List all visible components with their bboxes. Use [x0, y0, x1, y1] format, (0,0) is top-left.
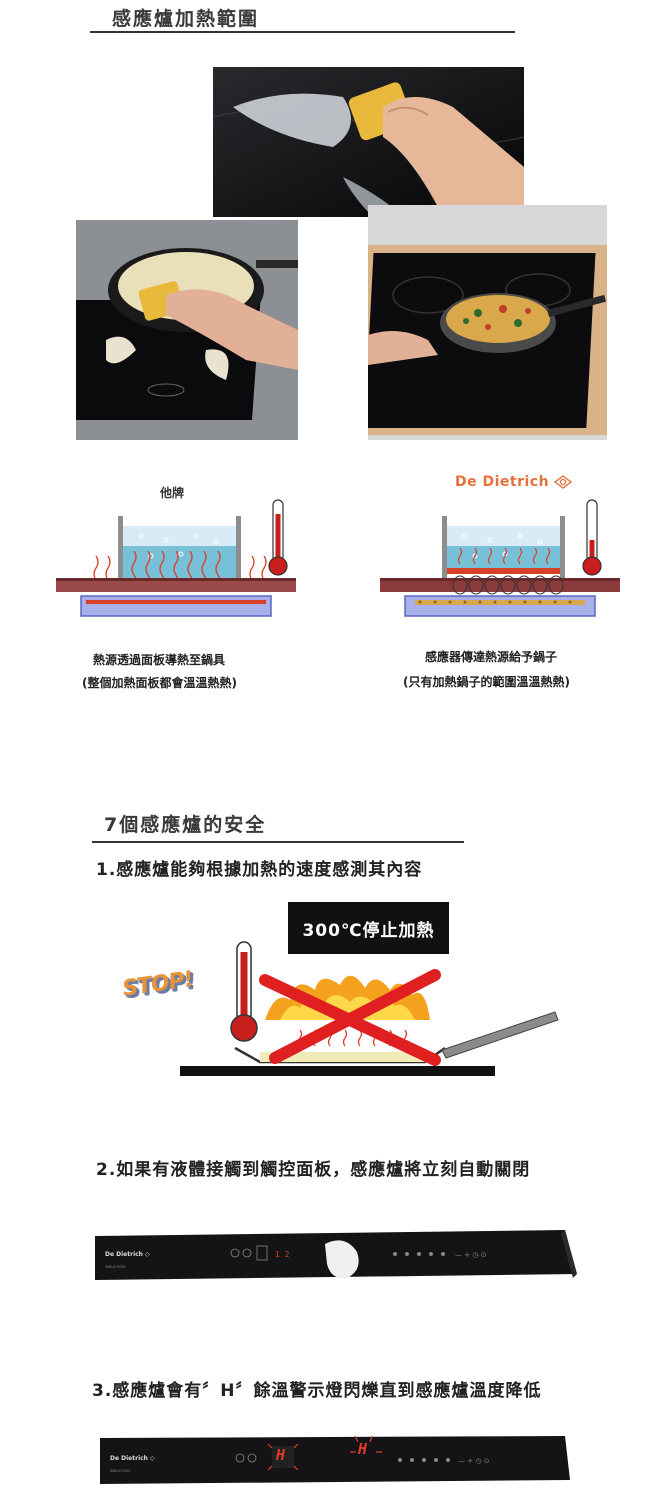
photo-crepe-pan [76, 220, 298, 440]
control-panel-residual-heat: De Dietrich ◇ INDUCTION — + ◷ ⊙ [100, 1435, 570, 1484]
svg-text:De Dietrich ◇: De Dietrich ◇ [110, 1455, 155, 1462]
brand-emblem-icon [554, 475, 573, 489]
photo-wiping-spill [213, 67, 524, 217]
heading-underline-2 [92, 841, 464, 843]
svg-text:— + ◷ ⊙: — + ◷ ⊙ [455, 1251, 487, 1259]
temp-cutoff-box: 300℃停止加熱 [288, 902, 449, 954]
svg-text:1 2: 1 2 [275, 1250, 290, 1259]
right-caption-line1: 感應器傳達熱源給予鍋子 [425, 650, 558, 664]
control-panel-spill: De Dietrich ◇ INDUCTION 1 2 — + ◷ ⊙ [95, 1230, 577, 1280]
illustration-overheat-stop [180, 941, 559, 1076]
svg-text:— + ◷ ⊙: — + ◷ ⊙ [458, 1457, 490, 1465]
residual-heat-indicator-1: H [276, 1446, 286, 1464]
safety-item-2: 2.如果有液體接觸到觸控面板，感應爐將立刻自動關閉 [96, 1160, 531, 1180]
diagram-conventional-heating [56, 499, 296, 617]
left-caption-line2: (整個加熱面板都會溫溫熱熱) [82, 676, 237, 690]
safety-item-1: 1.感應爐能夠根據加熱的速度感測其內容 [96, 860, 423, 880]
residual-heat-indicator-2: H [358, 1440, 368, 1458]
svg-text:INDUCTION: INDUCTION [105, 1265, 125, 1269]
svg-text:De Dietrich ◇: De Dietrich ◇ [105, 1251, 150, 1258]
left-caption-line1: 熱源透過面板導熱至鍋具 [93, 653, 226, 667]
section-heading-safety: 7個感應爐的安全 [104, 814, 267, 836]
svg-text:INDUCTION: INDUCTION [110, 1469, 130, 1473]
brand-name: De Dietrich [455, 474, 550, 490]
safety-item-3: 3.感應爐會有〞H〞餘溫警示燈閃爍直到感應爐溫度降低 [92, 1381, 542, 1401]
diagram-induction-heating [380, 499, 620, 617]
photo-wok-cooktop [368, 205, 607, 440]
right-caption-line2: (只有加熱鍋子的範圍溫溫熱熱) [403, 675, 570, 689]
de-dietrich-logo: De Dietrich [455, 474, 573, 490]
heading-underline [90, 31, 515, 33]
other-brand-label: 他牌 [160, 486, 185, 500]
section-heading-heating-range: 感應爐加熱範圍 [112, 8, 260, 30]
